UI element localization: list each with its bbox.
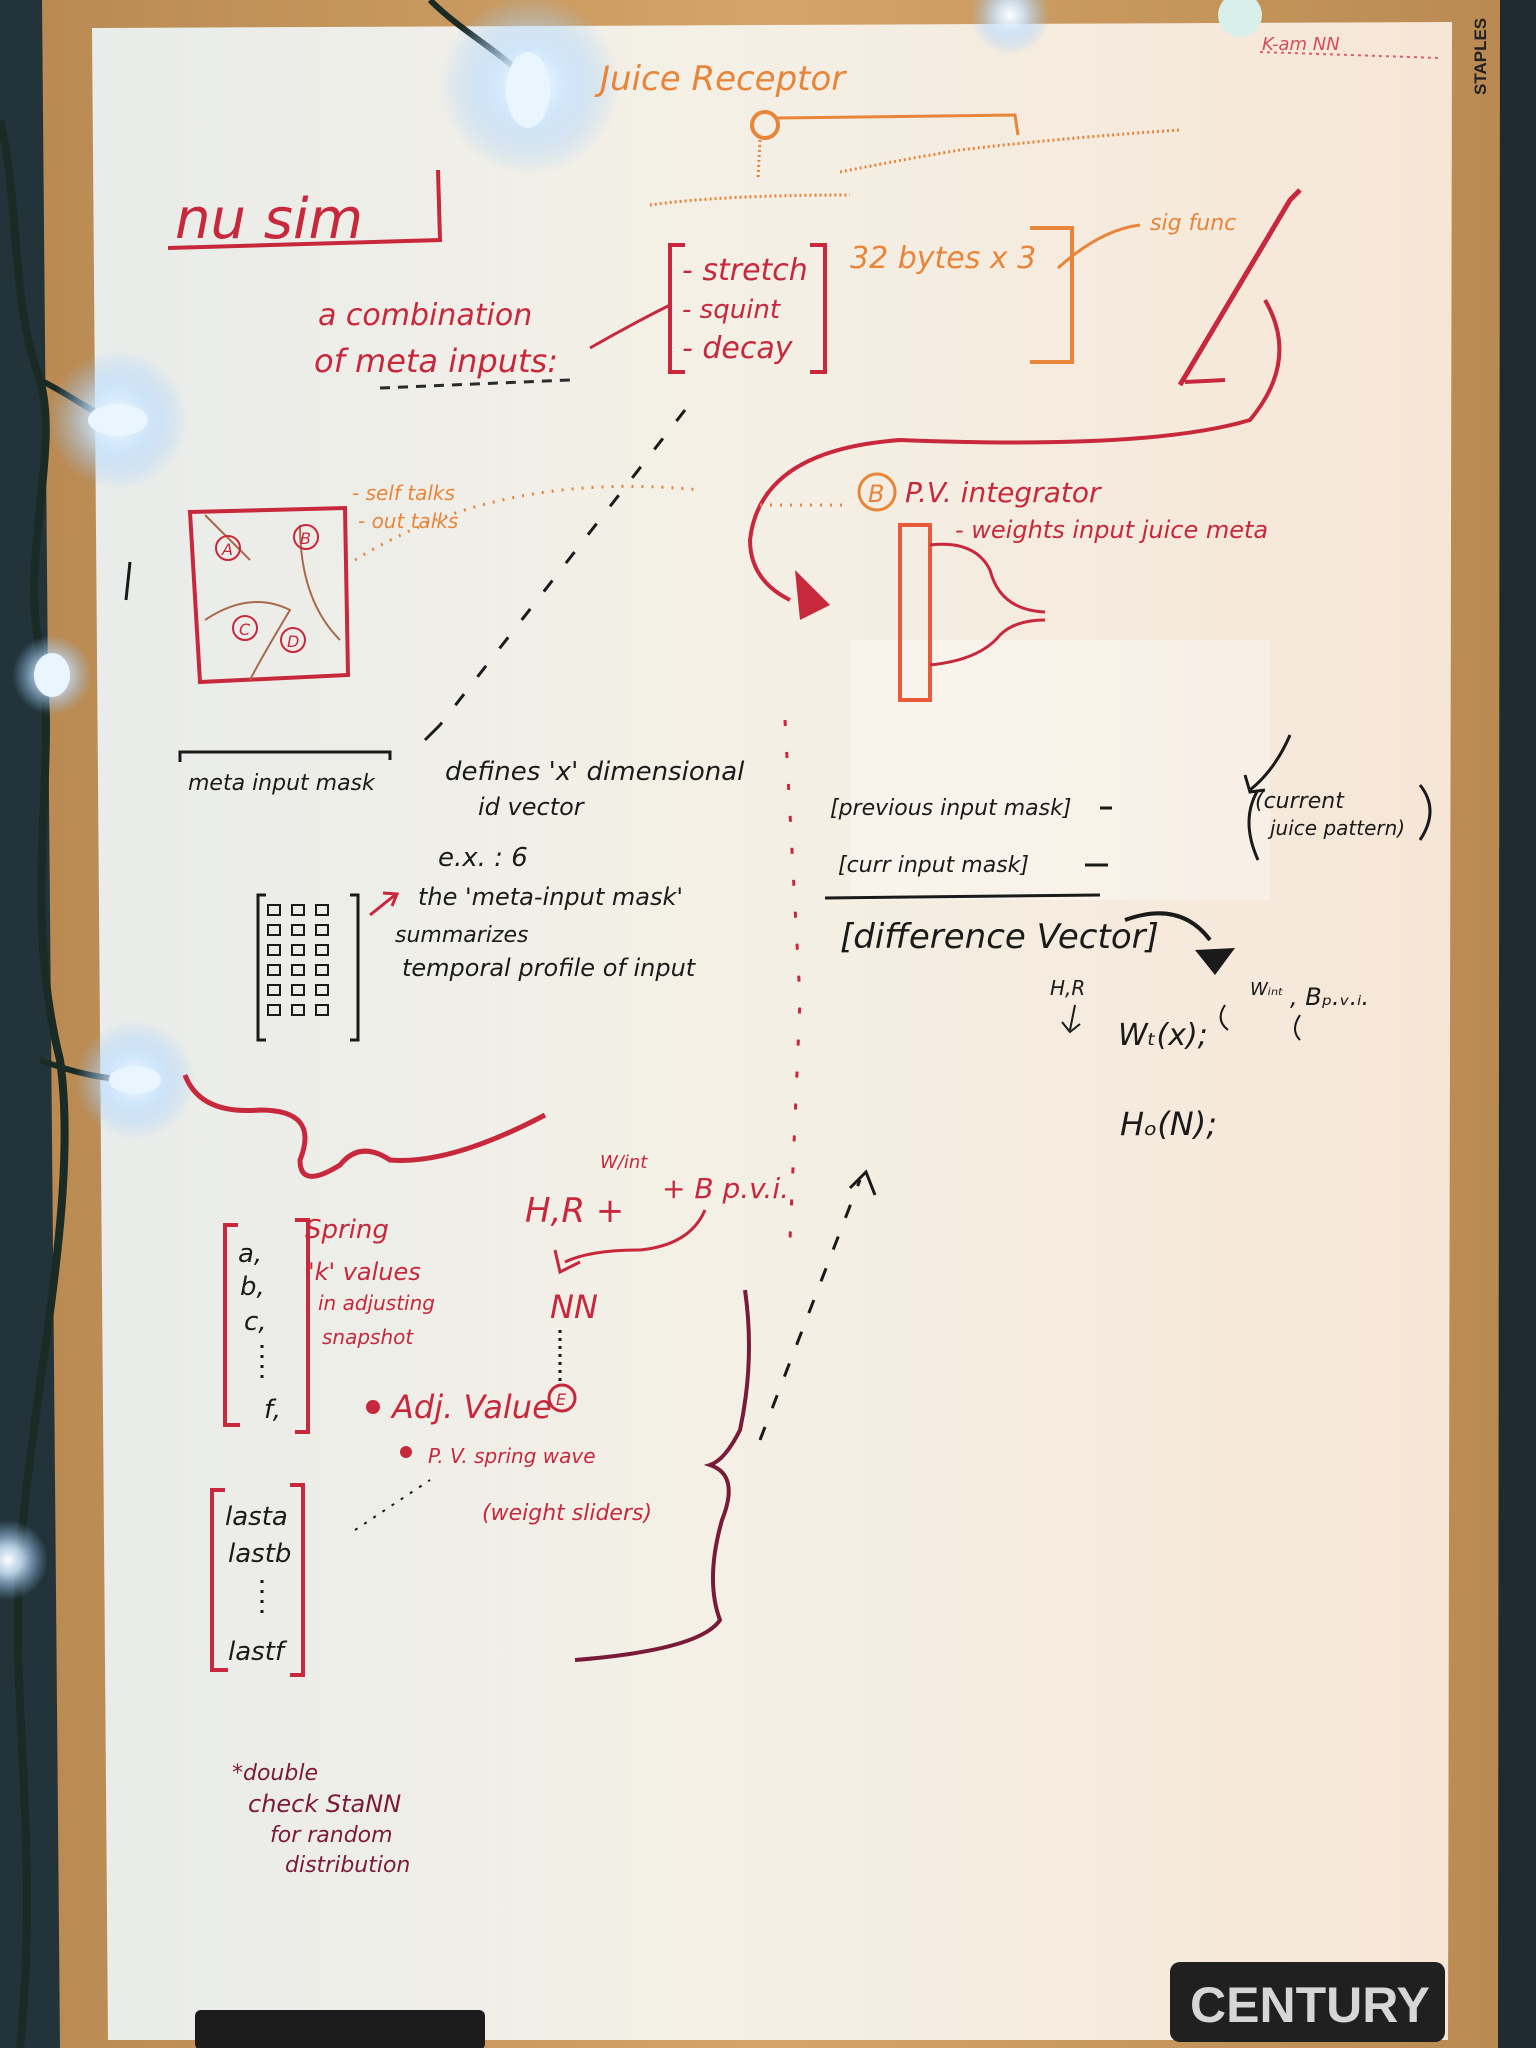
out-talks: - out talks: [358, 509, 458, 533]
spring-values-group: a, b, c, f, Spring 'k' values in adjusti…: [223, 1215, 435, 1434]
title-group: nu sim: [167, 169, 443, 252]
spring-squiggle: [182, 1074, 547, 1179]
difference-vector: [difference Vector]: [840, 917, 1159, 957]
double-line-3: for random: [270, 1823, 393, 1848]
current-juice-line-1: (current: [1255, 789, 1345, 814]
title-nu-sim: nu sim: [175, 187, 363, 252]
receptor-node: [750, 110, 780, 140]
last-list-group: lasta lastb lastf: [210, 1483, 305, 1677]
mask-difference-group: [previous input mask] [curr input mask] …: [824, 734, 1432, 1143]
weight-sliders: (weight sliders): [482, 1501, 652, 1526]
double-line-2: check StaNN: [248, 1790, 401, 1818]
w-int-label: W/int: [600, 1152, 648, 1173]
meta-decay: - decay: [682, 331, 794, 366]
light-bulb-left-4: [0, 1520, 48, 1600]
spring-label: Spring: [305, 1215, 389, 1245]
combination-line-2: of meta inputs:: [314, 342, 558, 380]
b-pvi-small: , Bₚ.ᵥ.ᵢ.: [1290, 983, 1369, 1011]
century-label: CENTURY: [1170, 1962, 1445, 2042]
nn-label: NN: [550, 1288, 598, 1326]
sigmoid-sketch: [747, 188, 1302, 620]
juice-receptor-group: Juice Receptor: [594, 59, 1181, 207]
juice-receptor-label: Juice Receptor: [594, 59, 847, 99]
double-line-4: distribution: [285, 1853, 410, 1878]
sig-func-label: sig func: [1150, 211, 1236, 236]
meta-input-mask-label: meta input mask: [188, 771, 376, 796]
staples-brand: STAPLES: [1471, 18, 1490, 95]
example-label: e.x. : 6: [438, 843, 528, 873]
maroon-brace: [574, 1289, 751, 1662]
pv-integrator-label: P.V. integrator: [905, 476, 1102, 509]
curr-input-mask: [curr input mask]: [838, 853, 1029, 878]
last-b: lastb: [228, 1539, 291, 1569]
node-diagram: A B C D - self talks - out talks: [187, 481, 850, 685]
meta-input-mask-group: meta input mask defines 'x' dimensional …: [178, 750, 745, 1042]
century-text: CENTURY: [1190, 1977, 1430, 2033]
last-f: lastf: [228, 1637, 288, 1667]
bytes-label: 32 bytes x 3: [850, 241, 1036, 276]
the-meta-mask: the 'meta-input mask': [418, 883, 683, 911]
double-check-note: *double check StaNN for random distribut…: [232, 1761, 410, 1878]
w-int-small: Wᵢₙₜ: [1250, 979, 1284, 1000]
defines-line-1: defines 'x' dimensional: [445, 757, 745, 787]
hr-small: H,R: [1050, 976, 1085, 1000]
temporal-profile: temporal profile of input: [402, 954, 697, 982]
adj-value: Adj. Value: [390, 1388, 552, 1426]
defines-line-2: id vector: [478, 793, 586, 821]
current-juice-line-2: juice pattern): [1267, 816, 1405, 840]
dashed-connectors: [423, 409, 877, 1441]
string-lights: [0, 0, 1262, 2048]
k-values: 'k' values: [308, 1258, 421, 1286]
light-bulb-top-right: [970, 0, 1050, 55]
meta-list-group: - stretch - squint - decay 32 bytes x 3 …: [668, 211, 1236, 374]
node-b: B: [300, 529, 311, 548]
meta-stretch: - stretch: [682, 253, 808, 288]
node-d: D: [287, 632, 299, 651]
node-a: A: [221, 540, 233, 559]
list-a: a,: [238, 1239, 262, 1269]
adj-value-group: Adj. Value P. V. spring wave (weight sli…: [354, 1388, 652, 1531]
node-e: E: [556, 1390, 567, 1409]
adjusting: in adjusting: [318, 1291, 435, 1315]
h-formula: Hₒ(N);: [1120, 1105, 1217, 1143]
list-b: b,: [240, 1272, 265, 1302]
meta-squint: - squint: [682, 295, 781, 325]
double-line-1: *double: [232, 1761, 318, 1786]
summarizes: summarizes: [395, 923, 528, 948]
nn-group: H,R + W/int + B p.v.i. NN E: [525, 1152, 789, 1413]
self-talks: - self talks: [352, 481, 455, 505]
combination-group: a combination of meta inputs:: [314, 298, 671, 390]
w-formula: Wₜ(x);: [1118, 1018, 1208, 1053]
snapshot: snapshot: [322, 1325, 414, 1349]
hr-plus: H,R +: [525, 1191, 624, 1231]
top-right-note: K-am NN: [1262, 34, 1340, 55]
list-c: c,: [244, 1307, 267, 1337]
list-f: f,: [264, 1395, 281, 1425]
board-surface: [92, 22, 1452, 2040]
pv-spring-wave: P. V. spring wave: [428, 1444, 596, 1468]
eraser: [195, 2010, 485, 2048]
node-c: C: [239, 620, 251, 639]
pv-integrator-group: B P.V. integrator - weights input juice …: [857, 472, 1268, 702]
weights-label: - weights input juice meta: [955, 516, 1268, 544]
last-a: lasta: [225, 1502, 288, 1532]
pv-b-node: B: [868, 480, 884, 508]
previous-input-mask: [previous input mask]: [830, 796, 1071, 821]
combination-line-1: a combination: [318, 298, 532, 333]
b-pvi-label: + B p.v.i.: [662, 1172, 789, 1205]
